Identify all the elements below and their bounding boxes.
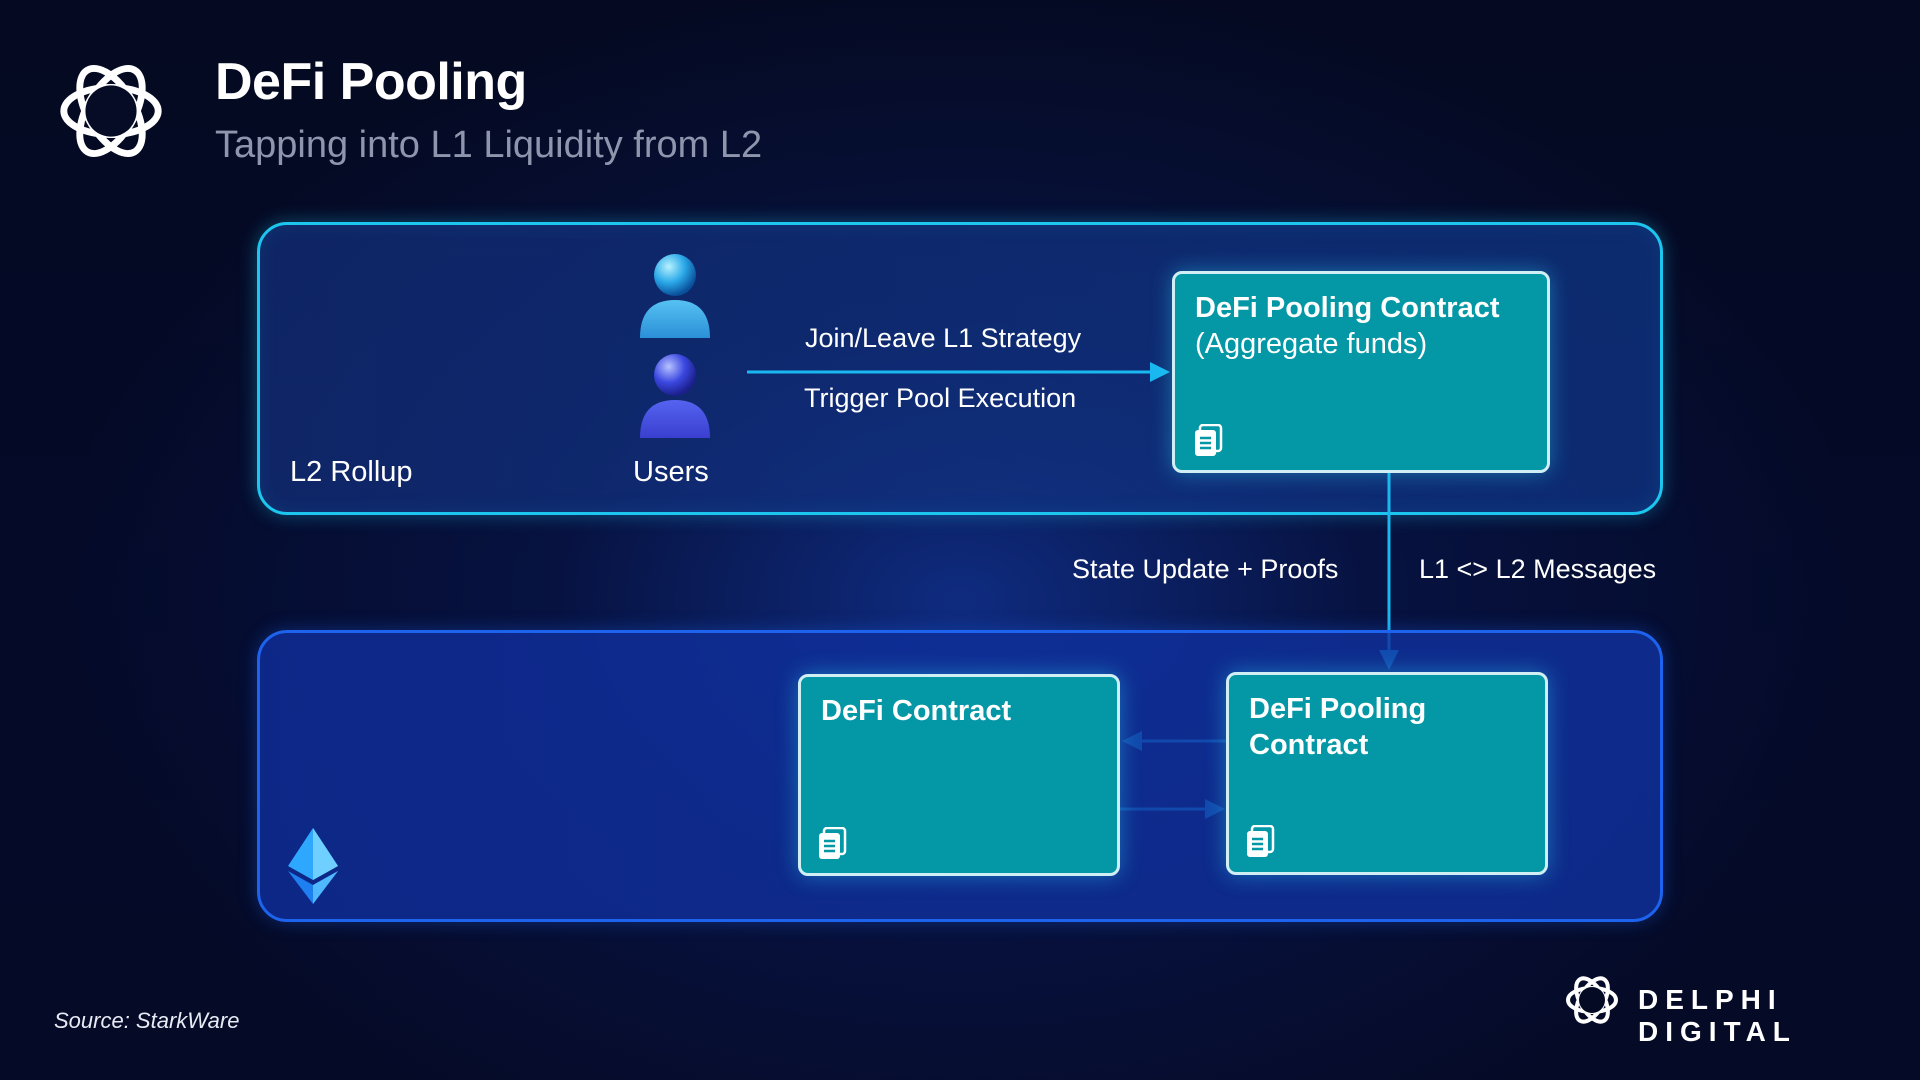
l2-rollup-label: L2 Rollup xyxy=(290,456,413,488)
document-icon xyxy=(1247,825,1275,857)
l2-pool-contract-subtitle: (Aggregate funds) xyxy=(1195,328,1428,360)
arrow-label-trigger: Trigger Pool Execution xyxy=(804,383,1077,413)
defi-contract-title: DeFi Contract xyxy=(821,695,1012,727)
delphi-logo-icon xyxy=(1566,976,1618,1024)
l1-defi-pooling-contract-box: DeFi Pooling Contract xyxy=(1226,672,1548,875)
user-icon xyxy=(640,354,710,438)
page-subtitle: Tapping into L1 Liquidity from L2 xyxy=(215,124,763,166)
state-update-label: State Update + Proofs xyxy=(1072,554,1339,584)
l1-l2-messages-label: L1 <> L2 Messages xyxy=(1419,554,1657,584)
ethereum-icon xyxy=(288,828,338,904)
user-icon xyxy=(640,254,710,338)
l2-pool-contract-title: DeFi Pooling Contract xyxy=(1195,292,1500,324)
defi-contract-box: DeFi Contract xyxy=(798,674,1120,876)
arrow-label-join-leave: Join/Leave L1 Strategy xyxy=(805,323,1082,353)
page-title: DeFi Pooling xyxy=(215,53,527,111)
document-icon xyxy=(1195,424,1223,456)
l2-defi-pooling-contract-box: DeFi Pooling Contract (Aggregate funds) xyxy=(1172,271,1550,473)
delphi-logo-icon xyxy=(60,65,162,157)
l1-pool-contract-title-line1: DeFi Pooling xyxy=(1249,693,1427,725)
document-icon xyxy=(819,827,847,859)
users-label: Users xyxy=(633,456,709,488)
l1-pool-contract-title-line2: Contract xyxy=(1249,729,1369,761)
users-icon xyxy=(640,254,710,438)
brand-wordmark: DELPHI DIGITAL xyxy=(1638,984,1797,1047)
source-note: Source: StarkWare xyxy=(54,1008,240,1033)
